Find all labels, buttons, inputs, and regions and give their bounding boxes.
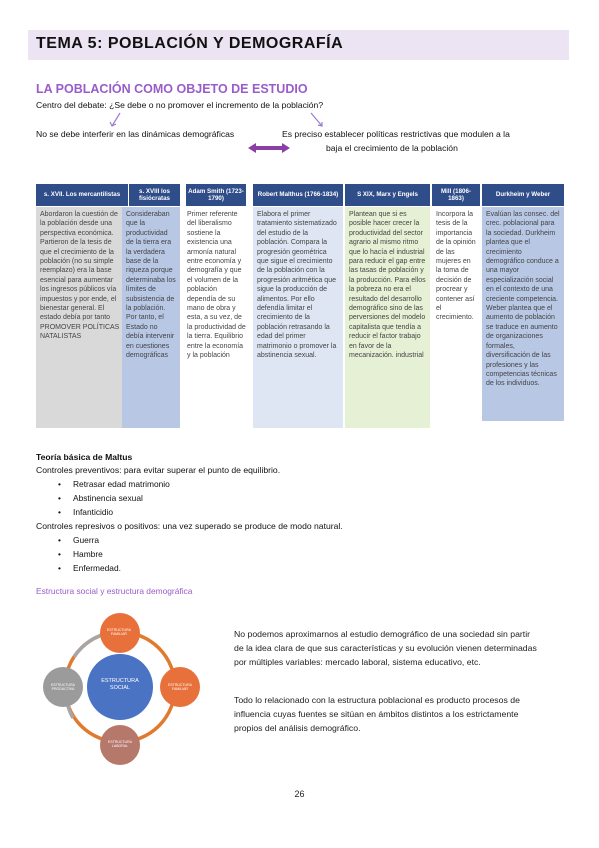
left-node-label: ESTRUCTURA PRODUCTIVA [51, 683, 75, 691]
repressive-label: Controles represivos o positivos: una ve… [36, 521, 343, 531]
bottom-node [100, 725, 140, 765]
center-node-label: ESTRUCTURA SOCIAL [101, 678, 139, 691]
column-body: Plantean que si es posible hacer crecer … [345, 207, 430, 428]
column-header: S XIX, Marx y Engels [345, 184, 430, 206]
page-number: 26 [294, 789, 305, 799]
right-position-line2: baja el crecimiento de la población [326, 143, 458, 153]
left-arrow-icon [111, 112, 121, 127]
top-node [100, 613, 140, 653]
header-band [28, 30, 569, 60]
left-node [43, 667, 83, 707]
list-item: Infanticidio [58, 507, 113, 517]
column-header: s. XVII. Los mercantilistas [36, 184, 128, 206]
column-header: Robert Malthus (1766-1834) [253, 184, 343, 206]
bottom-node-label: ESTRUCTURA LABORAL [108, 740, 132, 748]
list-item: Hambre [58, 549, 103, 559]
right-node [160, 667, 200, 707]
structure-paragraph-2: Todo lo relacionado con la estructura po… [234, 695, 520, 733]
list-item: Guerra [58, 535, 99, 545]
debate-arrows [109, 112, 323, 153]
column-body: Evalúan las consec. del crec. poblaciona… [482, 207, 564, 421]
column-body: Consideraban que la productividad de la … [122, 207, 180, 428]
page-title: TEMA 5: POBLACIÓN Y DEMOGRAFÍA [36, 35, 344, 52]
structure-diagram [43, 613, 200, 765]
column-body: Incorpora la tesis de la importancia de … [432, 207, 480, 397]
list-item: Enfermedad. [58, 563, 121, 573]
column-body: Abordaron la cuestión de la población de… [36, 207, 128, 428]
structure-subtitle: Estructura social y estructura demográfi… [36, 586, 193, 596]
column-header: Durkheim y Weber [482, 184, 564, 206]
column-header: s. XVIII los fisiócratas [129, 184, 180, 206]
preventive-label: Controles preventivos: para evitar super… [36, 465, 281, 475]
column-header: Adam Smith (1723-1790) [186, 184, 246, 206]
left-position: No se debe interferir en las dinámicas d… [36, 129, 235, 139]
section-title: LA POBLACIÓN COMO OBJETO DE ESTUDIO [36, 82, 308, 96]
column-body: Primer referente del liberalismo sostien… [183, 207, 251, 428]
right-node-label: ESTRUCTURA FAMILIAR [168, 683, 192, 691]
right-arrow-icon [310, 112, 323, 127]
list-item: Abstinencia sexual [58, 493, 143, 503]
list-item: Retrasar edad matrimonio [58, 479, 170, 489]
double-arrow-icon [248, 143, 290, 153]
structure-paragraph-1: No podemos aproximarnos al estudio demog… [234, 629, 537, 667]
right-position-line1: Es preciso establecer políticas restrict… [282, 129, 510, 139]
column-body: Elabora el primer tratamiento sistematiz… [253, 207, 343, 428]
debate-question: Centro del debate: ¿Se debe o no promove… [36, 100, 324, 110]
column-header: Mill (1806-1863) [432, 184, 480, 206]
center-node [87, 654, 153, 720]
malthus-title: Teoría básica de Maltus [36, 452, 133, 462]
top-node-label: ESTRUCTURA FAMILIAR [107, 628, 131, 636]
